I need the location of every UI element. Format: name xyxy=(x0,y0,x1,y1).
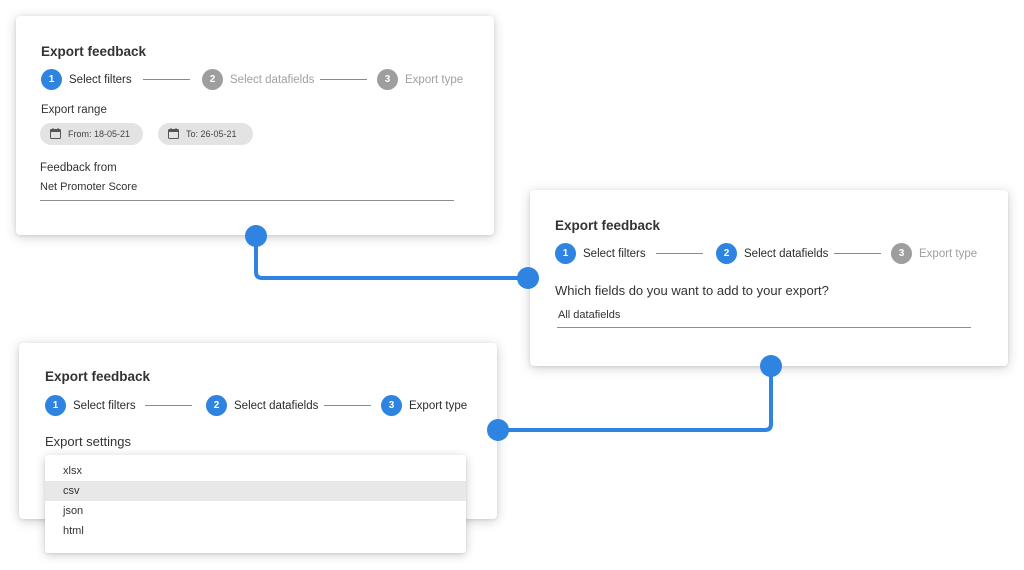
step-number: 1 xyxy=(555,243,576,264)
step-label: Select filters xyxy=(73,399,136,412)
stepper-step-3[interactable]: 3 Export type xyxy=(377,69,463,90)
option-json[interactable]: json xyxy=(63,505,84,517)
export-settings-label: Export settings xyxy=(45,434,131,449)
step-label: Export type xyxy=(919,247,978,260)
step-label: Select datafields xyxy=(234,399,319,412)
stepper-step-3[interactable]: 3 Export type xyxy=(381,395,467,416)
step-label: Select filters xyxy=(69,73,132,86)
from-date-chip[interactable]: From: 18-05-21 xyxy=(40,123,143,145)
connector-card2-to-card3 xyxy=(500,366,773,432)
option-csv[interactable]: csv xyxy=(45,481,466,501)
stepper-connector-line xyxy=(324,405,371,406)
step-label: Export type xyxy=(405,73,464,86)
stepper-step-2[interactable]: 2 Select datafields xyxy=(202,69,314,90)
to-date-chip[interactable]: To: 26-05-21 xyxy=(158,123,253,145)
stepper-step-2[interactable]: 2 Select datafields xyxy=(206,395,318,416)
datafields-question: Which fields do you want to add to your … xyxy=(555,283,829,298)
stepper-step-1[interactable]: 1 Select filters xyxy=(41,69,132,90)
step-label: Select datafields xyxy=(744,247,829,260)
stepper-step-2[interactable]: 2 Select datafields xyxy=(716,243,828,264)
step-number: 3 xyxy=(891,243,912,264)
connector-card1-to-card2 xyxy=(254,236,526,280)
step-label: Select filters xyxy=(583,247,646,260)
option-html[interactable]: html xyxy=(63,525,84,537)
stepper-connector-line xyxy=(656,253,703,254)
stepper-connector-line xyxy=(145,405,192,406)
stepper-connector-line xyxy=(320,79,367,80)
card-title: Export feedback xyxy=(41,44,147,59)
stepper-step-3[interactable]: 3 Export type xyxy=(891,243,977,264)
stepper-step-1[interactable]: 1 Select filters xyxy=(555,243,646,264)
to-date-text: To: 26-05-21 xyxy=(186,129,237,139)
step-number: 1 xyxy=(45,395,66,416)
stepper-connector-line xyxy=(143,79,190,80)
feedback-from-underline xyxy=(40,200,454,201)
feedback-from-select[interactable]: Net Promoter Score xyxy=(40,181,138,193)
stepper-step-1[interactable]: 1 Select filters xyxy=(45,395,136,416)
step-number: 3 xyxy=(381,395,402,416)
step-label: Select datafields xyxy=(230,73,315,86)
from-date-text: From: 18-05-21 xyxy=(68,129,131,139)
stepper-connector-line xyxy=(834,253,881,254)
datafields-underline xyxy=(557,327,971,328)
calendar-icon xyxy=(50,127,61,141)
card-title: Export feedback xyxy=(555,218,661,233)
export-range-label: Export range xyxy=(41,104,107,116)
datafields-select[interactable]: All datafields xyxy=(558,309,621,321)
step-number: 1 xyxy=(41,69,62,90)
step-number: 2 xyxy=(206,395,227,416)
step-number: 3 xyxy=(377,69,398,90)
step-label: Export type xyxy=(409,399,468,412)
feedback-from-label: Feedback from xyxy=(40,162,117,174)
option-xlsx[interactable]: xlsx xyxy=(63,465,82,477)
export-feedback-card-step1: Export feedback 1 Select filters 2 Selec… xyxy=(16,16,494,235)
export-feedback-card-step2: Export feedback 1 Select filters 2 Selec… xyxy=(530,190,1008,366)
card1-cover xyxy=(16,16,494,235)
card-title: Export feedback xyxy=(45,369,151,384)
calendar-icon xyxy=(168,127,179,141)
step-number: 2 xyxy=(716,243,737,264)
export-type-dropdown: xlsx csv json html xyxy=(45,455,466,553)
step-number: 2 xyxy=(202,69,223,90)
